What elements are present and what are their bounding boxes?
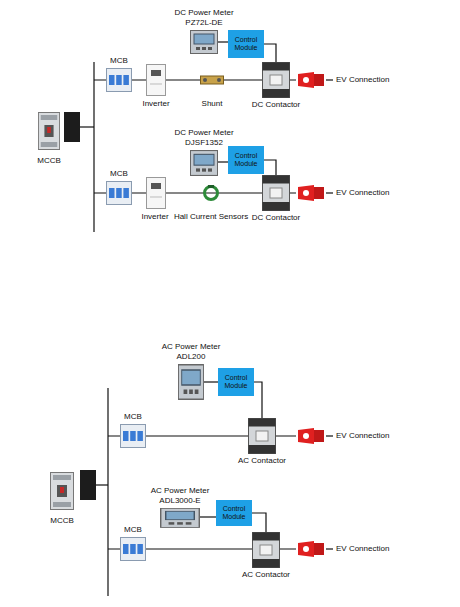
meter-symbol (178, 365, 203, 400)
contactor-symbol (248, 418, 276, 454)
meter-label: DC Power Meter PZ72L-DE (168, 8, 240, 28)
part-label: EV Connection (336, 544, 389, 554)
contactor-symbol (263, 63, 290, 98)
signal-wire (264, 160, 276, 175)
contactor: DC Contactor (262, 175, 290, 211)
breaker-handle (80, 470, 96, 500)
meter-label: AC Power Meter ADL200 (155, 342, 227, 362)
contactor: DC Contactor (262, 62, 290, 98)
power-meter: DC Power Meter PZ72L-DE (190, 30, 218, 54)
plug-symbol (298, 185, 324, 201)
control-module: Control Module (218, 368, 254, 396)
signal-wire (252, 513, 266, 532)
bus-wire (96, 484, 108, 485)
bus-wire (107, 388, 108, 596)
meter-label: DC Power Meter DJSF1352 (168, 128, 240, 148)
power-meter: DC Power Meter DJSF1352 (190, 150, 218, 176)
part-label: MCB (124, 412, 142, 422)
signal-wire (218, 41, 228, 42)
contactor-symbol (262, 62, 290, 98)
plug-symbol (298, 541, 324, 557)
meter-symbol (161, 508, 200, 527)
part-label: EV Connection (336, 431, 389, 441)
module-label: Control Module (218, 374, 254, 390)
contactor-symbol (263, 176, 290, 211)
bus-wire (80, 126, 94, 127)
contactor-symbol (253, 533, 280, 568)
signal-wire (254, 382, 262, 418)
control-module: Control Module (228, 30, 264, 58)
module-label: Control Module (228, 36, 264, 52)
mcb-symbol (121, 425, 146, 448)
part-label: MCB (110, 169, 128, 179)
power-meter: AC Power Meter ADL3000-E (160, 508, 200, 528)
inverter-symbol (147, 65, 166, 96)
contactor-label: AC Contactor (242, 570, 290, 580)
signal-wire (264, 44, 276, 62)
control-module: Control Module (216, 500, 252, 526)
contactor-symbol (262, 175, 290, 211)
meter-symbol (160, 508, 200, 528)
part-label: EV Connection (336, 188, 389, 198)
shunt-symbol (201, 76, 224, 84)
part-label: MCB (124, 525, 142, 535)
leader-line (326, 548, 333, 549)
inverter-symbol (147, 178, 166, 209)
meter-label: AC Power Meter ADL3000-E (144, 486, 216, 506)
contactor-label: DC Contactor (252, 100, 300, 110)
signal-wire (200, 516, 216, 517)
mcb-symbol (107, 69, 132, 92)
contactor-symbol (249, 419, 276, 454)
mccb-symbol (38, 113, 59, 150)
part-label: MCCB (50, 516, 74, 526)
signal-wire (218, 161, 228, 162)
part-label: MCCB (37, 156, 61, 166)
signal-wire (204, 381, 218, 382)
control-module: Control Module (228, 146, 264, 174)
hall-sensor-symbol (205, 185, 218, 200)
contactor: AC Contactor (248, 418, 276, 454)
plug-symbol (298, 72, 324, 88)
plug-symbol (298, 428, 324, 444)
part-label: Inverter (142, 99, 169, 109)
part-label: Hall Current Sensors (174, 212, 248, 222)
meter-symbol (178, 364, 204, 400)
meter-symbol (191, 151, 218, 176)
meter-symbol (190, 30, 218, 54)
leader-line (326, 435, 333, 436)
contactor: AC Contactor (252, 532, 280, 568)
part-label: Shunt (202, 99, 223, 109)
module-label: Control Module (216, 505, 252, 521)
contactor-label: AC Contactor (238, 456, 286, 466)
leader-line (326, 192, 333, 193)
breaker-handle (64, 112, 80, 142)
part-label: Inverter (141, 212, 168, 222)
meter-symbol (190, 150, 218, 176)
mcb-symbol (121, 538, 146, 561)
part-label: EV Connection (336, 75, 389, 85)
mccb-symbol (51, 473, 74, 510)
contactor-symbol (252, 532, 280, 568)
module-label: Control Module (228, 152, 264, 168)
contactor-label: DC Contactor (252, 213, 300, 223)
power-meter: AC Power Meter ADL200 (178, 364, 204, 400)
mcb-symbol (107, 182, 132, 205)
bus-wire (93, 62, 94, 232)
part-label: MCB (110, 56, 128, 66)
meter-symbol (191, 31, 218, 54)
leader-line (326, 79, 333, 80)
